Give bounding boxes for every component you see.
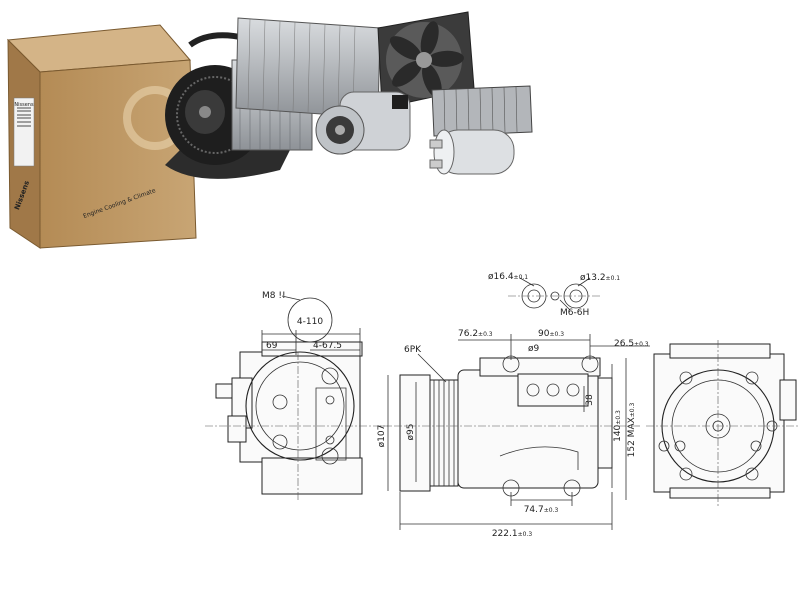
port-left-label: ø16.4±0.1 bbox=[488, 272, 528, 282]
bolt-spacing-label: 4-67.5 bbox=[313, 341, 342, 351]
bolt-offset-label: 69 bbox=[266, 341, 278, 351]
condenser-icon bbox=[235, 17, 381, 119]
radiator-fan-icon bbox=[377, 11, 475, 109]
product-box: Nissens Nissens Engine Cooling & Climate bbox=[6, 24, 197, 249]
mount-top-label: 90±0.3 bbox=[538, 329, 564, 339]
mount-hole-label: ø9 bbox=[528, 344, 540, 354]
technical-drawing: M8 !! 4-110 69 4-67.5 bbox=[0, 260, 810, 610]
front-view-drawing bbox=[646, 340, 800, 508]
ac-compressor-icon bbox=[315, 91, 411, 155]
mount-height-label: 140±0.3 bbox=[613, 410, 623, 442]
pulley-inner-label: ø95 bbox=[406, 424, 416, 441]
pulley-outer-label: ø107 bbox=[377, 425, 387, 448]
max-height-label: 152 MAX±0.3 bbox=[627, 402, 637, 457]
port-right-label: ø13.2±0.1 bbox=[580, 273, 620, 283]
brand-label-small: Nissens bbox=[14, 102, 34, 108]
heater-core-icon bbox=[431, 85, 533, 137]
pulley-type-label: 6PK bbox=[404, 345, 422, 355]
rear-view-drawing bbox=[205, 295, 390, 502]
thread-note: M8 !! bbox=[262, 291, 286, 301]
receiver-drier-icon bbox=[429, 129, 515, 175]
port-spacing-label: 76.2±0.3 bbox=[458, 329, 493, 339]
mount-side-label: 26.5±0.3 bbox=[614, 339, 649, 349]
overall-length-label: 222.1±0.3 bbox=[492, 529, 533, 539]
port-thread-label: M6-6H bbox=[560, 308, 589, 318]
side-view-drawing bbox=[380, 277, 650, 530]
bolt-pattern-label: 4-110 bbox=[297, 317, 323, 327]
small-height-label: 38 bbox=[585, 394, 595, 406]
mount-bottom-label: 74.7±0.3 bbox=[524, 505, 559, 515]
product-photo: Nissens Nissens Engine Cooling & Climate bbox=[0, 0, 810, 260]
